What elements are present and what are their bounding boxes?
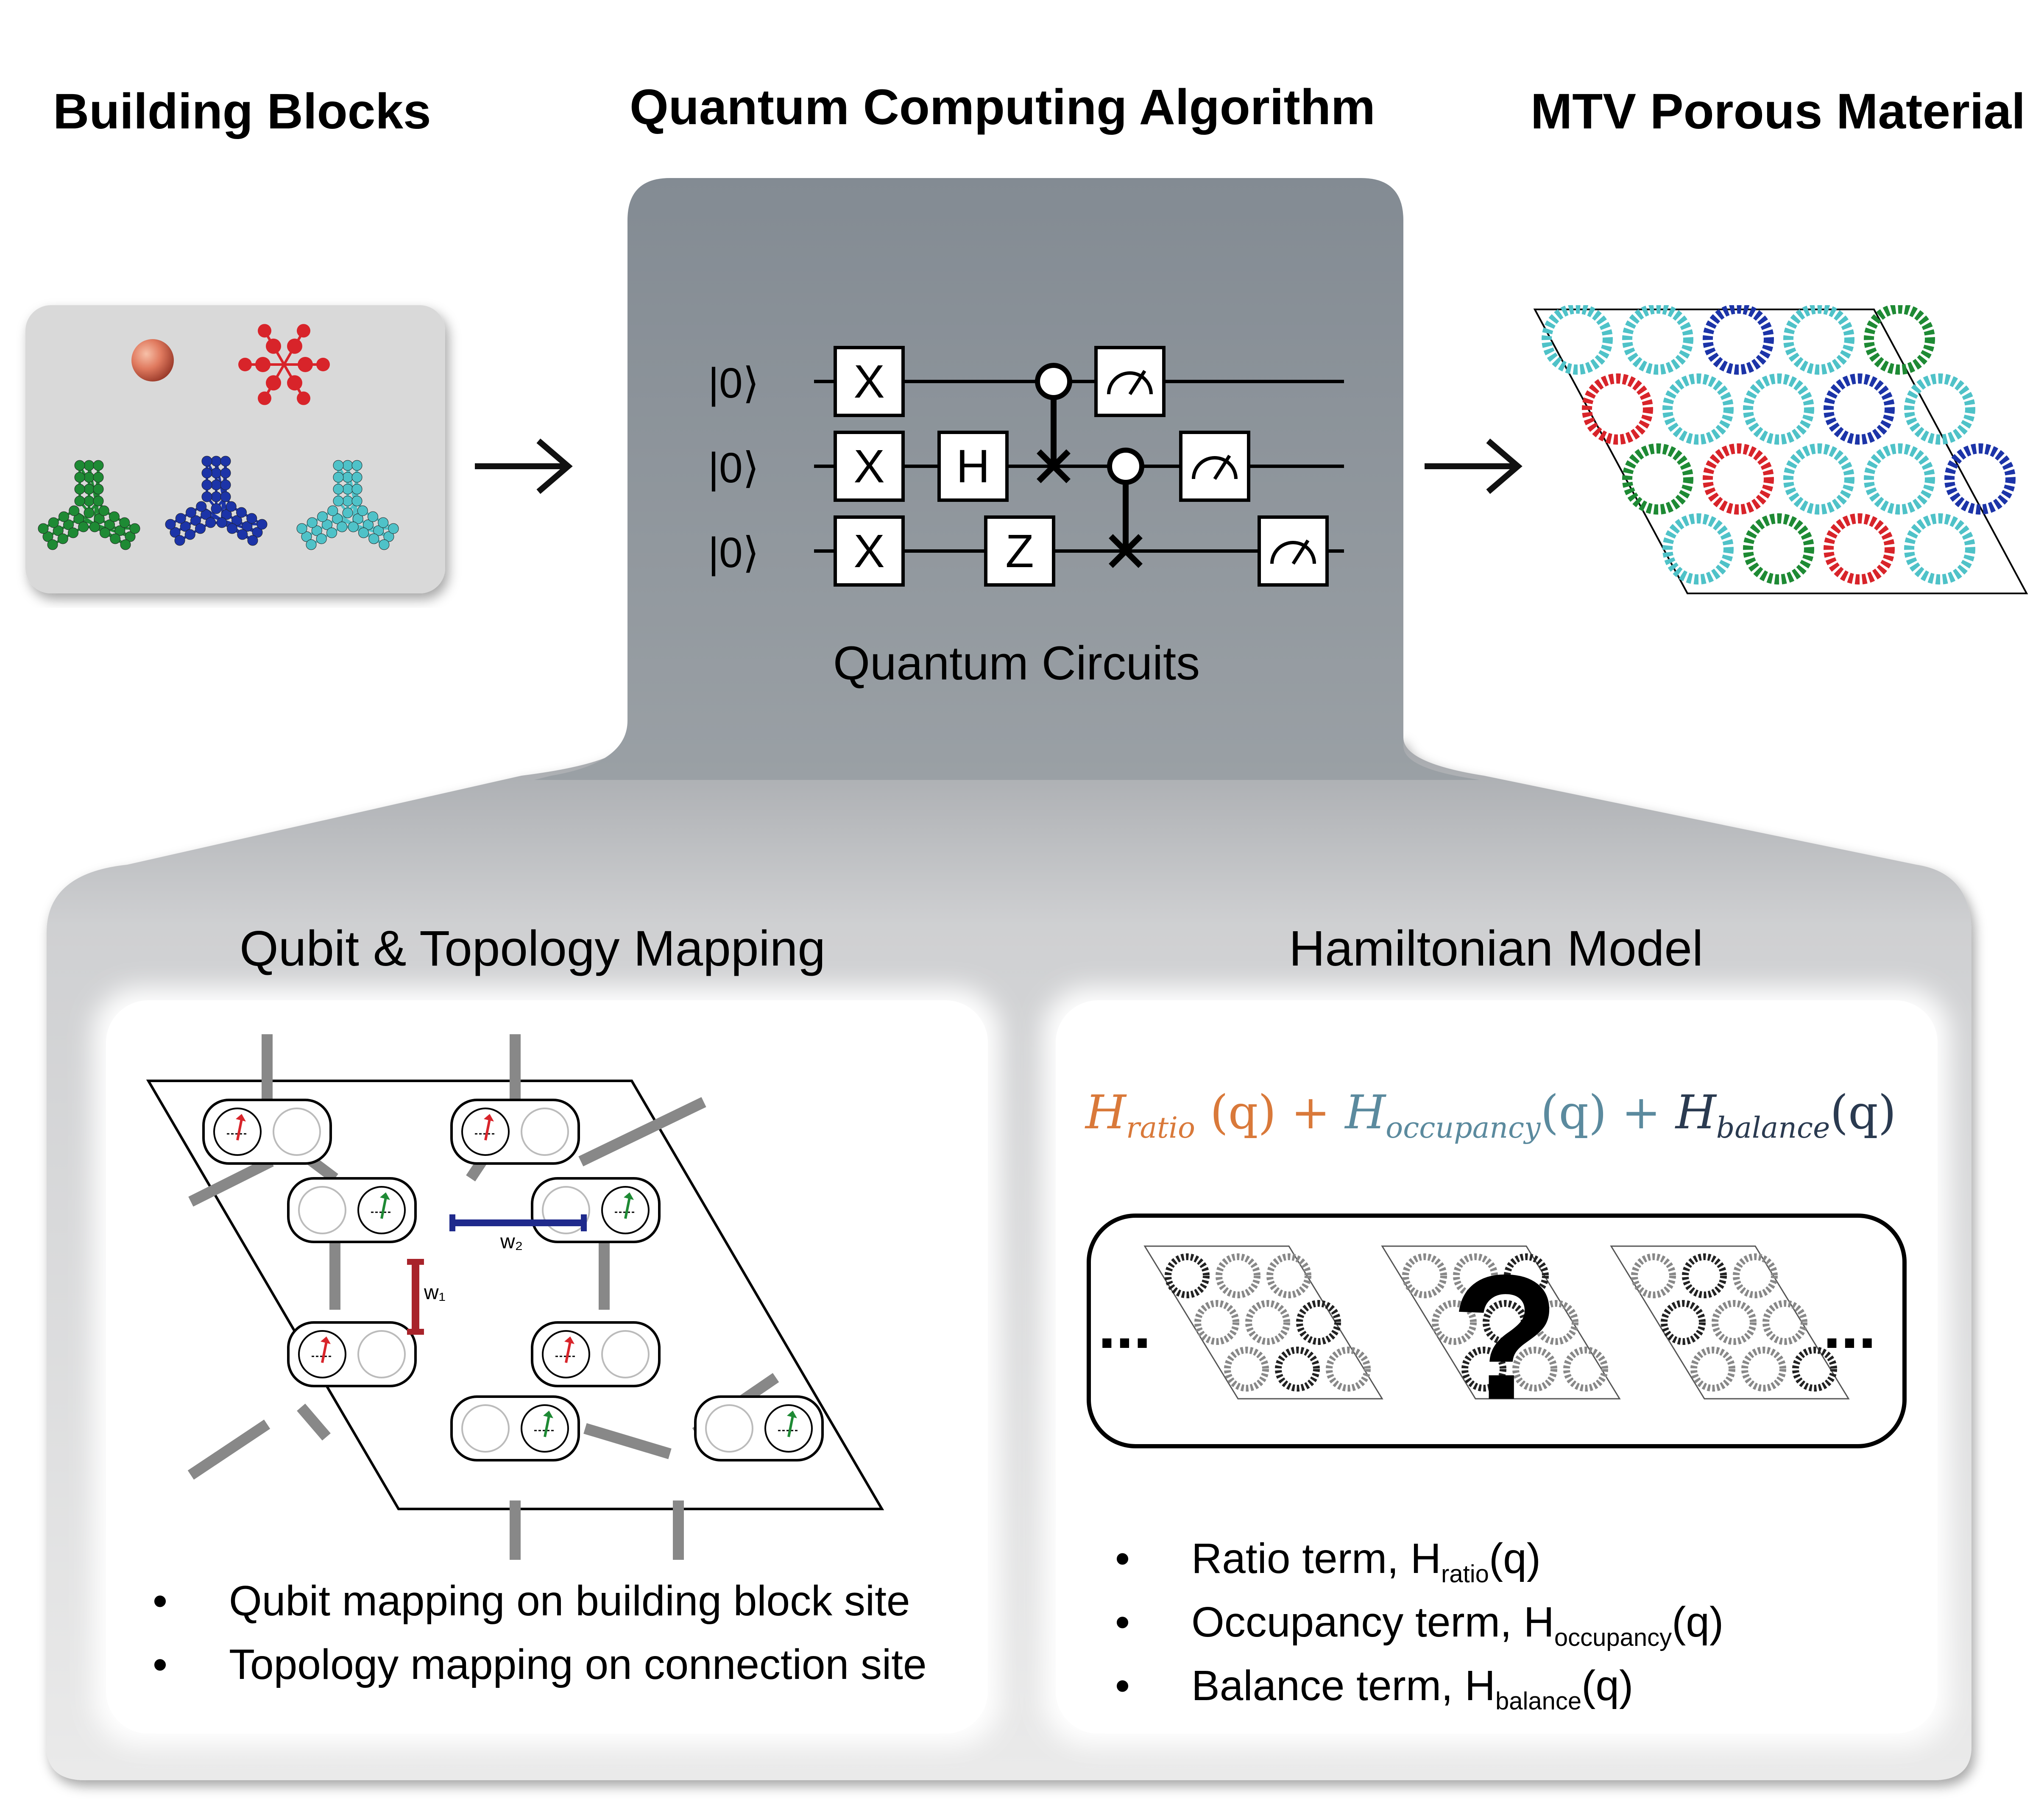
- arrow-right-icon: [1425, 438, 1523, 494]
- quantum-circuits-label: Quantum Circuits: [833, 637, 1200, 690]
- bullet-subscript: ratio: [1441, 1560, 1489, 1588]
- svg-text:X: X: [853, 440, 884, 493]
- bullet-tail: (q): [1489, 1535, 1541, 1582]
- bullet-dot: •: [1115, 1535, 1130, 1582]
- mtv-material: [1533, 305, 2028, 594]
- ellipsis-right: ...: [1823, 1290, 1876, 1361]
- green-block: [38, 460, 140, 550]
- building-blocks-molecules: [38, 324, 399, 550]
- svg-text:Z: Z: [1005, 525, 1034, 577]
- measure-icon: [1179, 431, 1250, 502]
- gate-x-2: X: [834, 431, 905, 502]
- svg-text:H: H: [956, 440, 990, 493]
- w1-label: w₁: [424, 1281, 446, 1304]
- w2-link: [449, 1214, 587, 1231]
- svg-text:X: X: [853, 356, 884, 408]
- hamiltonian-title: Hamiltonian Model: [1289, 921, 1704, 977]
- formula-occupancy-term: Hoccupancy(q): [1345, 1085, 1607, 1145]
- gate-x-3: X: [834, 515, 905, 587]
- bullet-dot: •: [1115, 1662, 1130, 1709]
- ket-2: |0⟩: [708, 529, 759, 576]
- algorithm-heading: Quantum Computing Algorithm: [630, 79, 1375, 135]
- gate-h: H: [937, 431, 1009, 502]
- ellipsis-left: ...: [1098, 1290, 1151, 1361]
- w2-label: w₂: [500, 1230, 523, 1253]
- bullet-text: Balance term, H: [1191, 1662, 1495, 1709]
- question-mark: ?: [1451, 1238, 1560, 1437]
- measure-icon: [1094, 346, 1166, 417]
- w1-link: [407, 1259, 424, 1335]
- bullet-dot: •: [153, 1641, 168, 1688]
- svg-text:X: X: [853, 525, 884, 577]
- controlled-gate-1: [1035, 363, 1072, 483]
- ring-molecule-icon: [238, 324, 330, 405]
- topology-diagram: w₁ w₂: [146, 1034, 884, 1560]
- formula-ratio-term: Hratio (q): [1085, 1085, 1277, 1145]
- material-heading: MTV Porous Material: [1531, 84, 2026, 139]
- blue-block: [165, 456, 268, 546]
- sphere-icon: [131, 339, 174, 381]
- candidate-structures: ... ... ?: [1087, 1214, 1907, 1448]
- gate-x-1: X: [834, 346, 905, 417]
- formula-balance-term: Hbalance(q): [1675, 1085, 1896, 1145]
- bullet-subscript: balance: [1495, 1687, 1582, 1715]
- measure-icon: [1258, 515, 1329, 587]
- cyan-block: [296, 460, 399, 550]
- bullet-tail: (q): [1581, 1662, 1634, 1709]
- hamiltonian-formula: Hratio (q) + Hoccupancy(q) + Hbalance(q): [1085, 1085, 1896, 1145]
- bullet-dot: •: [1115, 1598, 1130, 1646]
- controlled-gate-2: [1107, 448, 1144, 568]
- bullet-text: Occupancy term, H: [1191, 1598, 1554, 1646]
- arrow-right-icon: [475, 438, 573, 494]
- bullet-dot: •: [153, 1577, 168, 1625]
- bullet-tail: (q): [1672, 1598, 1724, 1646]
- ket-1: |0⟩: [708, 444, 759, 492]
- bullet-subscript: occupancy: [1554, 1624, 1672, 1651]
- bullet-text: Ratio term, H: [1191, 1535, 1442, 1582]
- ket-0: |0⟩: [708, 359, 759, 407]
- bullet-text: Qubit mapping on building block site: [229, 1577, 910, 1625]
- mapping-title: Qubit & Topology Mapping: [240, 921, 825, 977]
- building-blocks-heading: Building Blocks: [53, 84, 431, 139]
- bullet-text: Topology mapping on connection site: [229, 1641, 927, 1688]
- quantum-circuit: |0⟩ |0⟩ |0⟩ X X X H Z: [708, 346, 1344, 587]
- gate-z: Z: [984, 515, 1055, 587]
